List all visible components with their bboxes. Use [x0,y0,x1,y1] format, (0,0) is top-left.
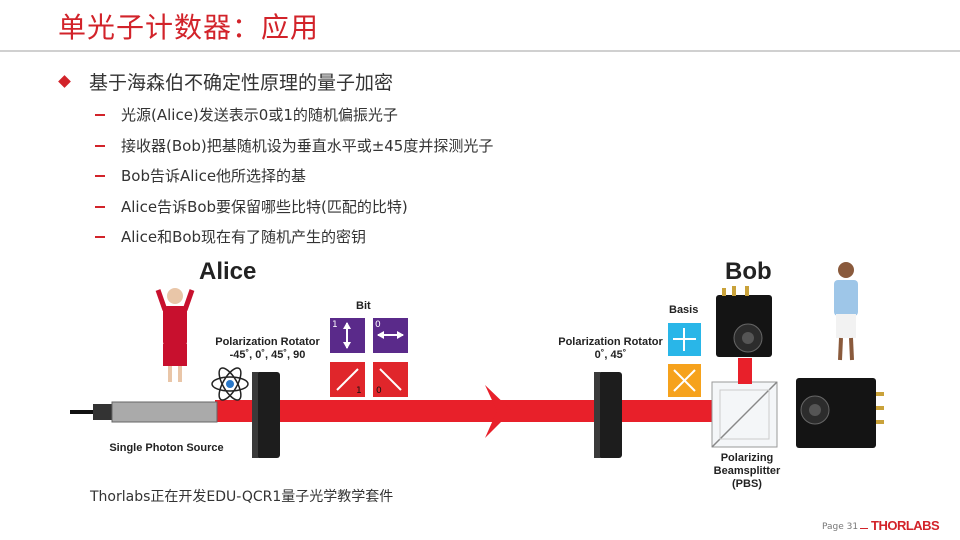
list-item: Bob告诉Alice他所选择的基 [95,165,493,196]
bob-person-icon [834,262,858,361]
thorlabs-logo: THORLABS [871,518,940,533]
rotator1-caption: Polarization Rotator -45˚, 0˚, 45˚, 90 [210,336,325,362]
dash-bullet-icon [95,236,105,238]
footnote: Thorlabs正在开发EDU-QCR1量子光学教学套件 [90,489,394,505]
list-item-text: Alice告诉Bob要保留哪些比特(匹配的比特) [121,197,408,216]
list-item: Alice告诉Bob要保留哪些比特(匹配的比特) [95,196,493,227]
main-bullet-text: 基于海森伯不确定性原理的量子加密 [89,72,394,94]
list-item-text: 光源(Alice)发送表示0或1的随机偏振光子 [121,106,398,124]
page-number: Page 31 [822,522,859,532]
dash-bullet-icon [95,205,105,208]
bit-zero-top-digit: 0 [375,320,381,330]
bob-label: Bob [725,258,772,285]
rotator2-caption: Polarization Rotator 0˚, 45˚ [553,336,668,362]
pbs-label-line2: Beamsplitter [713,465,781,477]
beam-arrow-icon [485,385,512,438]
list-item: Alice和Bob现在有了随机产生的密钥 [95,226,493,257]
detector-right [796,378,884,448]
alice-person-icon [155,288,195,382]
sub-bullet-list: 光源(Alice)发送表示0或1的随机偏振光子 接收器(Bob)把基随机设为垂直… [95,104,493,257]
atom-icon [211,367,249,401]
polarization-rotator-2 [594,372,622,458]
bit-label: Bit [356,300,371,312]
title-divider [0,50,960,52]
rotator2-angles: 0˚, 45˚ [594,349,627,361]
pbs-caption: Polarizing Beamsplitter (PBS) [706,452,788,491]
pbs-label-line3: (PBS) [732,478,762,490]
detector-upper [716,286,772,357]
list-item-text: 接收器(Bob)把基随机设为垂直水平或±45度并探测光子 [121,136,494,155]
dash-bullet-icon [95,144,105,147]
laser-beam [215,400,775,422]
dash-bullet-icon [95,114,105,116]
alice-label: Alice [199,258,257,285]
source-label: Single Photon Source [109,442,224,454]
dash-bullet-icon [95,175,105,177]
list-item: 光源(Alice)发送表示0或1的随机偏振光子 [95,104,493,135]
page-title: 单光子计数器：应用 [58,11,320,44]
polarization-rotator-1 [252,372,280,458]
list-item: 接收器(Bob)把基随机设为垂直水平或±45度并探测光子 [95,135,493,166]
basis-label: Basis [669,304,699,316]
single-photon-source [70,401,218,423]
list-item-text: Alice和Bob现在有了随机产生的密钥 [121,228,367,246]
pbs-label-line1: Polarizing [720,452,774,464]
bit-zero-bottom-digit: 0 [376,386,382,396]
bit-one-bottom-digit: 1 [356,386,362,396]
footer-divider [860,528,868,529]
rotator1-label: Polarization Rotator [215,336,320,348]
main-bullet: 基于海森伯不确定性原理的量子加密 [58,68,394,95]
reflected-beam [738,358,752,384]
rotator2-label: Polarization Rotator [558,336,663,348]
polarizing-beamsplitter [711,381,778,448]
list-item-text: Bob告诉Alice他所选择的基 [121,167,307,185]
rotator1-angles: -45˚, 0˚, 45˚, 90 [229,349,306,361]
bit-one-top-digit: 1 [332,320,338,330]
